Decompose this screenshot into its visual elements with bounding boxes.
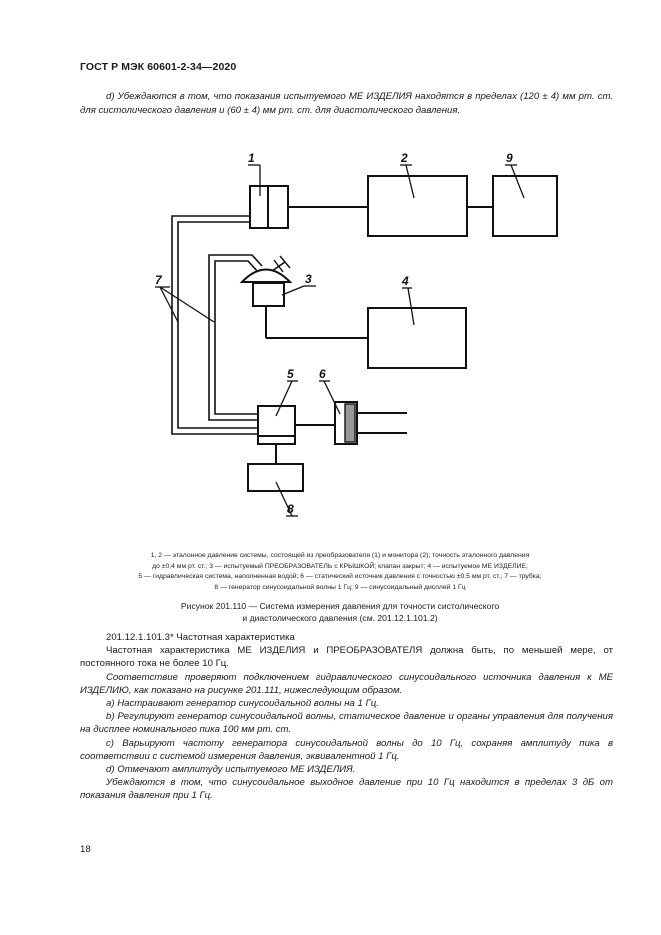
label-5: 5 xyxy=(287,367,294,381)
label-3: 3 xyxy=(305,272,312,286)
legend-line: до ±0,4 мм рт. ст.; 3 — испытуемый ПРЕОБ… xyxy=(152,562,528,570)
page-number: 18 xyxy=(80,844,91,855)
list-item: b) Регулируют генератор синусоидальной в… xyxy=(80,711,613,736)
block-2-monitor xyxy=(367,175,468,237)
label-4: 4 xyxy=(401,274,409,288)
pressure-system-diagram: 1 2 9 3 4 7 5 6 8 xyxy=(155,151,558,517)
legend-line: 1, 2 — эталонное давление системы, состо… xyxy=(150,552,530,559)
paragraph: Частотная характеристика МЕ ИЗДЕЛИЯ и ПР… xyxy=(80,645,613,670)
tube-outer xyxy=(177,221,258,429)
figure-caption: Рисунок 201.110 — Система измерения давл… xyxy=(70,600,610,624)
block-5-hydraulic-system xyxy=(257,405,296,437)
list-item: c) Варьируют частоту генератора синусоид… xyxy=(80,737,613,762)
document-header: ГОСТ Р МЭК 60601-2-34—2020 xyxy=(80,61,237,73)
label-7: 7 xyxy=(155,273,163,287)
paragraph: Убеждаются в том, что синусоидальное вых… xyxy=(80,777,613,802)
intro-paragraph: d) Убеждаются в том, что показания испыт… xyxy=(80,91,613,116)
label-8: 8 xyxy=(287,502,294,516)
block-8-generator xyxy=(247,463,304,492)
body-text: 201.12.1.101.3* Частотная характеристика… xyxy=(80,631,613,803)
legend-line: 5 — гидравлическая система, наполненная … xyxy=(138,573,542,581)
block-9-display xyxy=(492,175,558,237)
block-3-test-transducer xyxy=(252,282,285,307)
label-6: 6 xyxy=(319,367,326,381)
label-9: 9 xyxy=(506,151,513,165)
label-1: 1 xyxy=(248,151,255,165)
block-5-membrane xyxy=(257,435,296,445)
list-item: d) Отмечают амплитуду испытуемого МЕ ИЗД… xyxy=(106,764,356,776)
caption-line: и диастолического давления (см. 201.12.1… xyxy=(242,613,438,623)
label-2: 2 xyxy=(400,151,408,165)
paragraph: Соответствие проверяют подключением гидр… xyxy=(80,671,613,696)
block-4-tested-device xyxy=(367,307,467,369)
legend-line: 8 — генератор синусоидальной волны 1 Гц;… xyxy=(214,583,466,591)
caption-line: Рисунок 201.110 — Система измерения давл… xyxy=(180,601,500,611)
transducer-dome xyxy=(239,268,293,283)
tube-inner xyxy=(214,260,259,415)
figure-legend: 1, 2 — эталонное давление системы, состо… xyxy=(70,551,610,593)
block-6-piston xyxy=(344,403,356,443)
section-heading: 201.12.1.101.3* Частотная характеристика xyxy=(106,632,295,643)
list-item: a) Настраивают генератор синусоидальной … xyxy=(106,698,379,710)
